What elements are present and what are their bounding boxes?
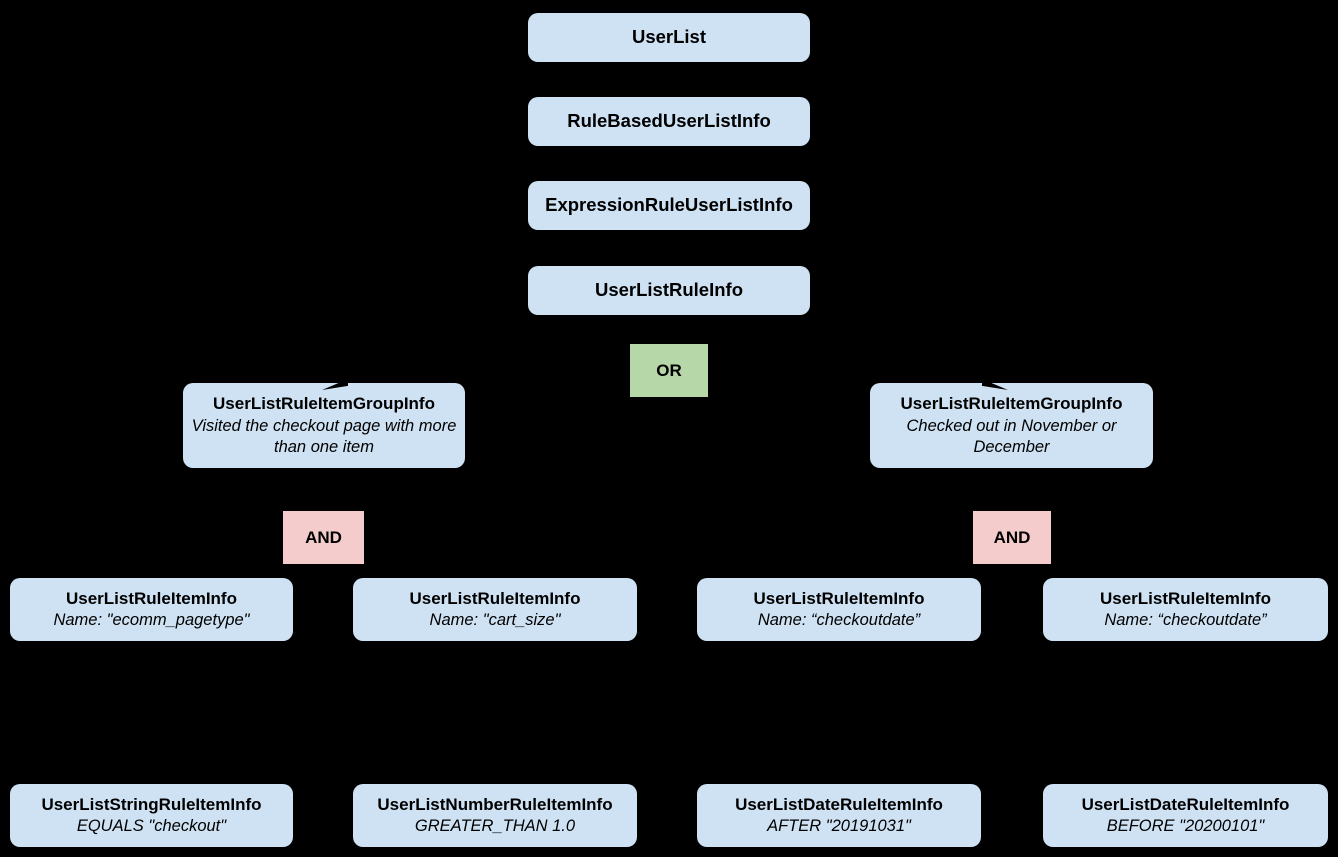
- connector-arrowhead-icon: [322, 379, 348, 390]
- node-description: Visited the checkout page with more than…: [191, 416, 457, 456]
- node-subtitle: AFTER "20191031": [767, 817, 911, 836]
- and-operator-node-right: AND: [973, 511, 1051, 564]
- node-label: UserListRuleItemGroupInfo: [213, 394, 435, 414]
- and-operator-node-left: AND: [283, 511, 364, 564]
- node-string-rule-item: UserListStringRuleItemInfo EQUALS "check…: [10, 784, 293, 847]
- node-label: UserListRuleItemInfo: [1100, 588, 1271, 608]
- node-rule-based-user-list-info: RuleBasedUserListInfo: [528, 97, 810, 146]
- node-rule-item-group-left: UserListRuleItemGroupInfo Visited the ch…: [183, 383, 465, 468]
- node-subtitle: Name: “checkoutdate”: [1104, 611, 1267, 630]
- node-rule-item-checkoutdate-after: UserListRuleItemInfo Name: “checkoutdate…: [697, 578, 981, 641]
- node-userlist: UserList: [528, 13, 810, 62]
- node-subtitle: Name: “checkoutdate”: [757, 611, 921, 630]
- node-label: UserListRuleItemInfo: [753, 588, 925, 608]
- node-rule-item-checkoutdate-before: UserListRuleItemInfo Name: “checkoutdate…: [1043, 578, 1328, 641]
- node-label: UserList: [631, 26, 707, 48]
- node-label: RuleBasedUserListInfo: [567, 110, 771, 132]
- node-subtitle: BEFORE "20200101": [1106, 817, 1265, 836]
- or-operator-node: OR: [630, 344, 708, 397]
- node-label: UserListStringRuleItemInfo: [41, 794, 262, 814]
- node-expression-rule-user-list-info: ExpressionRuleUserListInfo: [528, 181, 810, 230]
- node-date-rule-item-before: UserListDateRuleItemInfo BEFORE "2020010…: [1043, 784, 1328, 847]
- node-label: UserListRuleInfo: [594, 279, 744, 301]
- node-label: UserListRuleItemInfo: [409, 588, 581, 608]
- operator-label: AND: [993, 527, 1031, 547]
- node-subtitle: Name: "cart_size": [429, 611, 561, 630]
- node-date-rule-item-after: UserListDateRuleItemInfo AFTER "20191031…: [697, 784, 981, 847]
- node-label: UserListDateRuleItemInfo: [1081, 794, 1290, 814]
- node-label: UserListRuleItemInfo: [66, 588, 237, 608]
- node-description: Checked out in November or December: [906, 416, 1117, 456]
- node-subtitle: EQUALS "checkout": [76, 817, 227, 836]
- node-label: ExpressionRuleUserListInfo: [545, 194, 793, 216]
- node-label: UserListRuleItemGroupInfo: [900, 394, 1123, 414]
- node-rule-item-cart-size: UserListRuleItemInfo Name: "cart_size": [353, 578, 637, 641]
- node-rule-item-ecomm-pagetype: UserListRuleItemInfo Name: "ecomm_pagety…: [10, 578, 293, 641]
- node-label: UserListDateRuleItemInfo: [735, 794, 943, 814]
- node-number-rule-item: UserListNumberRuleItemInfo GREATER_THAN …: [353, 784, 637, 847]
- operator-label: AND: [305, 527, 342, 547]
- node-subtitle: GREATER_THAN 1.0: [414, 817, 576, 836]
- connector-arrowhead-icon: [982, 379, 1008, 390]
- node-label: UserListNumberRuleItemInfo: [377, 794, 613, 814]
- node-rule-item-group-right: UserListRuleItemGroupInfo Checked out in…: [870, 383, 1153, 468]
- node-user-list-rule-info: UserListRuleInfo: [528, 266, 810, 315]
- node-subtitle: Name: "ecomm_pagetype": [53, 611, 250, 630]
- operator-label: OR: [656, 360, 682, 380]
